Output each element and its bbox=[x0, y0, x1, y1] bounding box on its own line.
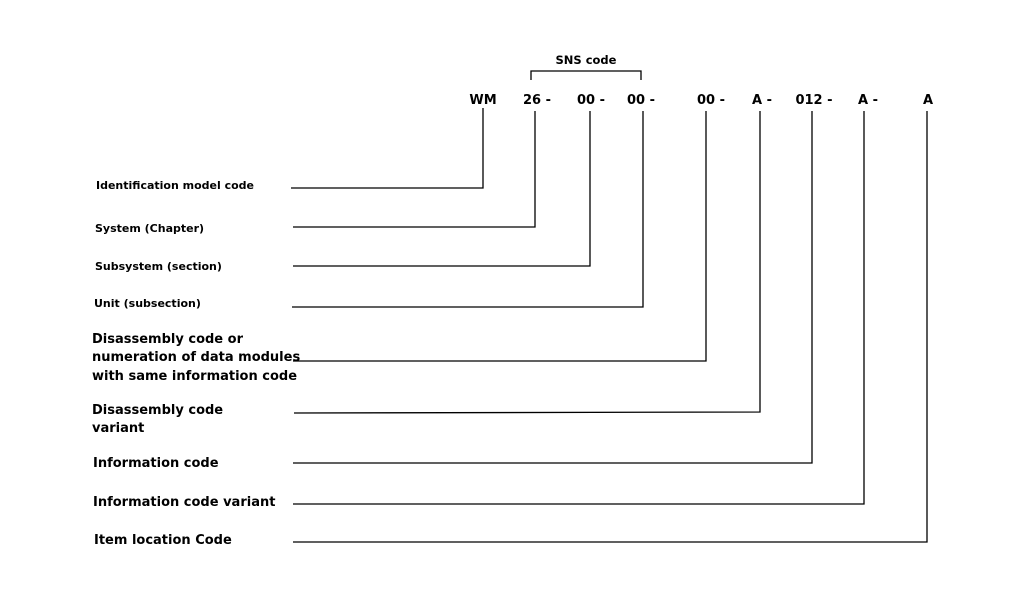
label-unit-subsection: Unit (subsection) bbox=[94, 297, 201, 310]
code-segment-system: 26 - bbox=[523, 93, 551, 108]
label-disassembly-code-line-2: numeration of data modules bbox=[92, 350, 300, 365]
label-disassembly-code-line-3: with same information code bbox=[92, 369, 297, 384]
leader-line-system bbox=[293, 111, 536, 228]
label-system-chapter: System (Chapter) bbox=[95, 222, 204, 235]
leader-line-information bbox=[293, 111, 813, 464]
code-segment-disassembly: 00 - bbox=[697, 93, 725, 108]
label-disassembly-code-variant-line-1: Disassembly code bbox=[92, 403, 223, 418]
leader-line-subsystem bbox=[293, 111, 591, 267]
label-item-location-code: Item location Code bbox=[94, 533, 232, 548]
leader-line-information-variant bbox=[293, 111, 865, 505]
leader-line-unit bbox=[292, 111, 644, 308]
sns-code-bracket bbox=[530, 70, 642, 80]
label-subsystem-section: Subsystem (section) bbox=[95, 260, 222, 273]
label-information-code-variant: Information code variant bbox=[93, 495, 275, 510]
code-segment-wm: WM bbox=[469, 93, 496, 108]
leader-line-disassembly bbox=[293, 111, 707, 362]
code-segment-information: 012 - bbox=[795, 93, 832, 108]
label-identification-model-code: Identification model code bbox=[96, 179, 254, 192]
leader-line-item-location bbox=[293, 111, 928, 543]
leader-line-identification bbox=[291, 108, 484, 189]
code-segment-subsystem: 00 - bbox=[577, 93, 605, 108]
label-disassembly-code-line-1: Disassembly code or bbox=[92, 332, 244, 347]
label-information-code: Information code bbox=[93, 456, 219, 471]
code-segment-item-location: A bbox=[923, 93, 933, 108]
code-segment-disassembly-variant: A - bbox=[752, 93, 772, 108]
leader-line-disassembly-variant bbox=[293, 111, 761, 414]
code-segment-information-variant: A - bbox=[858, 93, 878, 108]
sns-code-label: SNS code bbox=[556, 53, 617, 67]
code-segment-unit: 00 - bbox=[627, 93, 655, 108]
label-disassembly-code-variant-line-2: variant bbox=[92, 421, 144, 436]
